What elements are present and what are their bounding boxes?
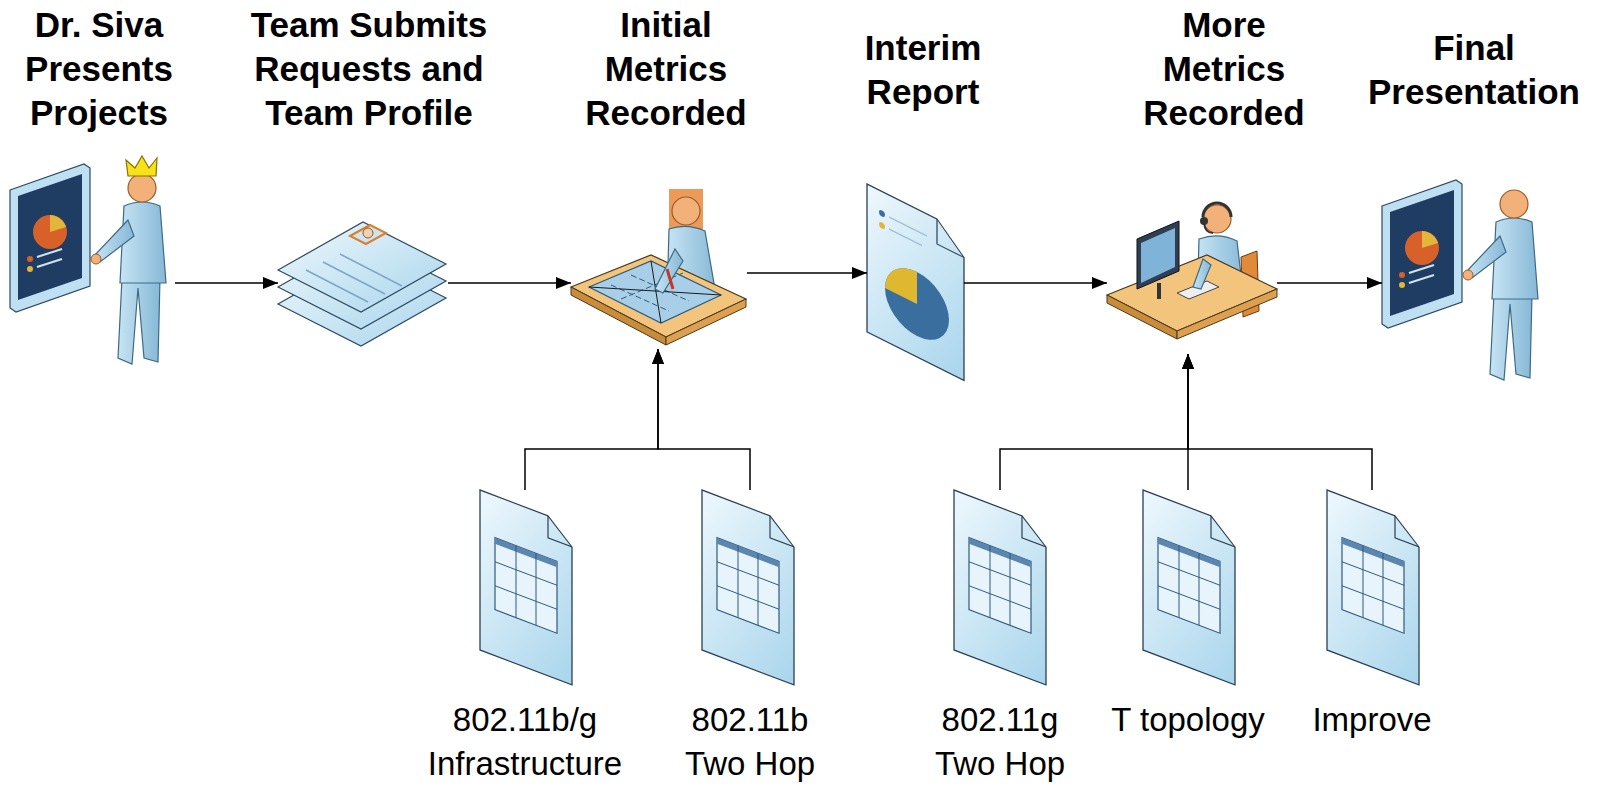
workstation-figure: [1107, 203, 1277, 339]
flow-arrow: [525, 349, 658, 490]
report-page: [867, 184, 964, 381]
process-step: Final Presentation: [1382, 174, 1552, 380]
table-document: [702, 490, 794, 685]
sheet-label: 802.11g Two Hop: [925, 698, 1075, 786]
document-stack: [278, 222, 446, 346]
data-sheet: 802.11b/g Infrastructure: [480, 490, 572, 684]
process-step: Interim Report: [867, 184, 964, 380]
sheet-label: 802.11b Two Hop: [675, 698, 825, 786]
flow-arrow: [964, 282, 1107, 284]
table-document: [1143, 490, 1235, 685]
table-document: [1327, 490, 1419, 685]
process-step: Dr. Siva Presents Projects: [10, 158, 175, 368]
data-sheet: Improve: [1327, 490, 1419, 684]
sheet-label: 802.11b/g Infrastructure: [410, 698, 640, 786]
step-heading: Initial Metrics Recorded: [569, 3, 764, 135]
step-heading: Interim Report: [841, 26, 1006, 114]
presenter-figure: [10, 156, 166, 364]
process-step: More Metrics Recorded: [1107, 199, 1277, 354]
presenter-figure: [1382, 180, 1538, 380]
crown: [126, 156, 157, 176]
step-heading: Team Submits Requests and Team Profile: [237, 3, 502, 135]
flow-arrow: [448, 282, 571, 284]
flow-arrow: [1277, 282, 1382, 284]
sheet-label: T topology: [1098, 698, 1278, 742]
flow-arrow: [1000, 354, 1188, 490]
presenter-figure: [10, 164, 166, 364]
step-heading: More Metrics Recorded: [1127, 3, 1322, 135]
table-document: [954, 490, 1046, 685]
sheet-label: Improve: [1292, 698, 1452, 742]
flow-arrow: [175, 282, 278, 284]
data-sheet: 802.11g Two Hop: [954, 490, 1046, 684]
sheet: [278, 222, 446, 312]
table-document: [480, 490, 572, 685]
flow-arrow: [1188, 354, 1372, 490]
step-heading: Dr. Siva Presents Projects: [9, 3, 189, 135]
flow-arrow: [747, 272, 867, 274]
data-sheet: 802.11b Two Hop: [702, 490, 794, 684]
step-heading: Final Presentation: [1356, 26, 1592, 114]
data-sheet: T topology: [1143, 490, 1235, 684]
flow-arrow: [658, 349, 750, 490]
process-step: Initial Metrics Recorded: [571, 189, 747, 349]
desk-figure: [571, 189, 746, 345]
process-step: Team Submits Requests and Team Profile: [278, 212, 448, 352]
